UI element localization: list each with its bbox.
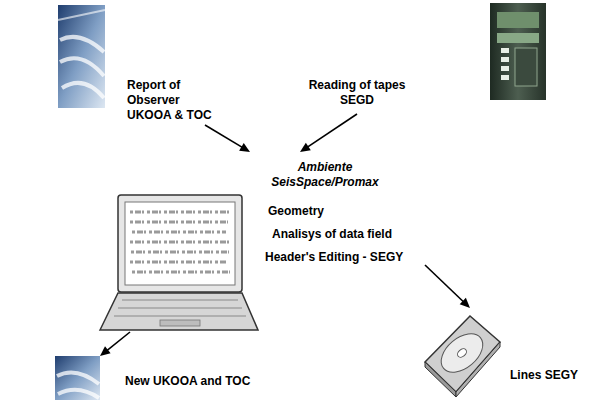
flow-arrow: [205, 125, 250, 152]
node-item: Analisys of data field: [272, 227, 392, 242]
arrow-head: [100, 346, 111, 356]
node-item: Geometry: [268, 204, 324, 219]
node-label: New UKOOA and TOC: [125, 374, 250, 389]
flow-arrow: [425, 265, 470, 308]
arrow-head: [300, 143, 311, 152]
node-label: Report of Observer UKOOA & TOC: [127, 78, 219, 123]
tape-drive-icon: [490, 3, 546, 100]
segy-output: Lines SEGY: [418, 308, 588, 398]
flow-arrow: [100, 332, 130, 356]
node-label: Lines SEGY: [510, 368, 578, 383]
node-label: Reading of tapes SEGD: [298, 78, 416, 108]
flow-arrow: [300, 114, 357, 152]
report-output: New UKOOA and TOC: [50, 356, 253, 400]
laptop-icon: [100, 195, 258, 330]
node-label: Ambiente SeisSpace/Promax: [260, 160, 390, 190]
report-input: Report of Observer UKOOA & TOC: [55, 4, 235, 125]
node-item: Header's Editing - SEGY: [265, 250, 403, 265]
arrow-line: [205, 125, 243, 148]
report-icon: [58, 5, 105, 108]
tape-input: Reading of tapes SEGD: [290, 4, 565, 114]
processing-station: Ambiente SeisSpace/PromaxGeometryAnalisy…: [95, 152, 425, 332]
arrow-line: [307, 114, 357, 148]
arrow-head: [460, 298, 470, 308]
arrow-line: [425, 265, 464, 302]
arrow-line: [106, 332, 130, 351]
arrow-head: [239, 143, 250, 152]
document-icon: [55, 356, 100, 400]
disc-icon: [425, 316, 500, 397]
